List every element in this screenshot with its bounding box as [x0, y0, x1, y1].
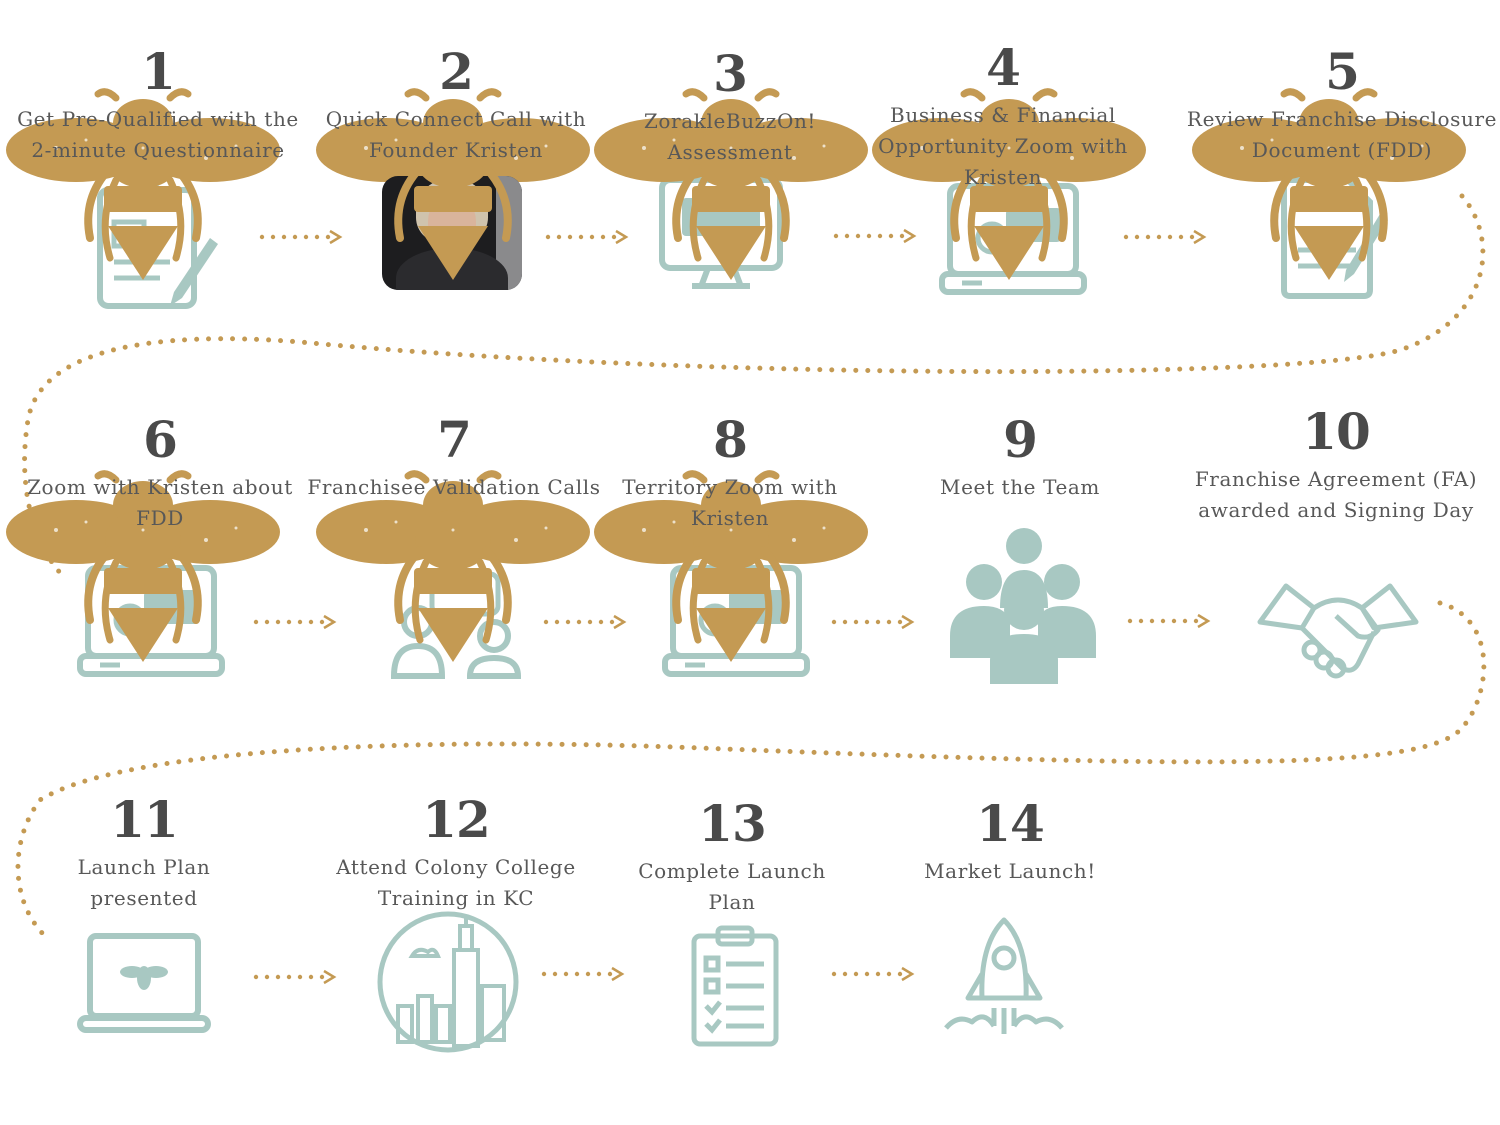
step-3: 3 ZorakleBuzzOn! Assessment [590, 46, 870, 168]
step-label: Attend Colony College Training in KC [306, 852, 606, 914]
step-number: 8 [580, 412, 880, 468]
step-label: Complete Launch Plan [622, 856, 842, 918]
step-label: Meet the Team [870, 472, 1170, 503]
step-number: 13 [582, 796, 882, 852]
step-9: 9 Meet the Team [870, 412, 1170, 503]
step-label: ZorakleBuzzOn! Assessment [590, 106, 870, 168]
step-label: Business & Financial Opportunity Zoom wi… [840, 100, 1166, 193]
step-14: 14 Market Launch! [860, 796, 1160, 887]
step-label: Quick Connect Call with Founder Kristen [306, 104, 606, 166]
step-12: 12 Attend Colony College Training in KC [306, 792, 606, 914]
step-11: 11 Launch Plan presented [0, 792, 294, 914]
arrow-13-14 [832, 968, 912, 980]
step-number: 14 [860, 796, 1160, 852]
rocket-icon [946, 920, 1062, 1034]
arrow-8-9 [832, 616, 912, 628]
step-number: 5 [1184, 44, 1500, 100]
checklist-icon [694, 928, 776, 1044]
step-label: Launch Plan presented [54, 852, 234, 914]
step-1: 1 Get Pre-Qualified with the 2-minute Qu… [8, 44, 308, 166]
step-number: 10 [1186, 404, 1486, 460]
step-2: 2 Quick Connect Call with Founder Kriste… [306, 44, 606, 166]
step-label: Territory Zoom with Kristen [580, 472, 880, 534]
laptop-bee-icon [80, 936, 208, 1030]
arrow-7-8 [544, 616, 624, 628]
step-number: 2 [306, 44, 606, 100]
step-8: 8 Territory Zoom with Kristen [580, 412, 880, 534]
step-number: 6 [10, 412, 310, 468]
step-number: 3 [590, 46, 870, 102]
step-7: 7 Franchisee Validation Calls [304, 412, 604, 503]
step-label: Franchisee Validation Calls [304, 472, 604, 503]
step-label: Get Pre-Qualified with the 2-minute Ques… [8, 104, 308, 166]
city-circle-icon [380, 914, 516, 1050]
arrow-12-13 [542, 968, 622, 980]
team-icon [950, 528, 1096, 684]
step-5: 5 Review Franchise Disclosure Document (… [1184, 44, 1500, 166]
step-number: 12 [306, 792, 606, 848]
handshake-icon [1260, 586, 1416, 676]
arrow-4-5 [1124, 231, 1204, 243]
step-number: 11 [0, 792, 294, 848]
step-label: Franchise Agreement (FA) awarded and Sig… [1186, 464, 1486, 526]
step-number: 1 [8, 44, 308, 100]
step-10: 10 Franchise Agreement (FA) awarded and … [1186, 404, 1486, 526]
arrow-3-4 [834, 230, 914, 242]
arrow-9-10 [1128, 615, 1208, 627]
step-13: 13 Complete Launch Plan [582, 796, 882, 918]
step-number: 7 [304, 412, 604, 468]
step-label: Market Launch! [860, 856, 1160, 887]
arrow-11-12 [254, 971, 334, 983]
arrow-6-7 [254, 616, 334, 628]
step-number: 9 [870, 412, 1170, 468]
step-6: 6 Zoom with Kristen about FDD [10, 412, 310, 534]
step-label: Review Franchise Disclosure Document (FD… [1184, 104, 1500, 166]
step-4: 4 Business & Financial Opportunity Zoom … [840, 40, 1166, 193]
step-label: Zoom with Kristen about FDD [10, 472, 310, 534]
step-number: 4 [840, 40, 1166, 96]
